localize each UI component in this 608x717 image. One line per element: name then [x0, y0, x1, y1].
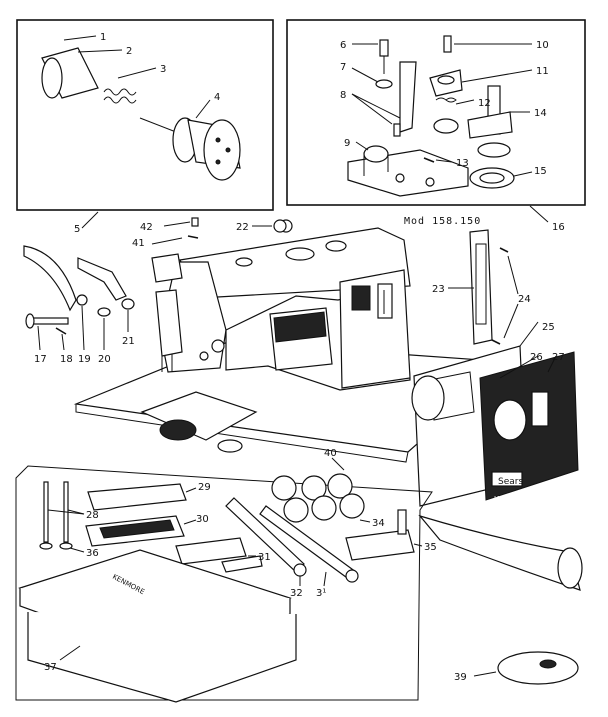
callout-22: 22 [236, 222, 249, 233]
callout-40: 40 [324, 448, 337, 459]
callout-28: 28 [86, 510, 99, 521]
callout-19: 19 [78, 354, 91, 365]
callout-41: 41 [132, 238, 145, 249]
callout-11: 11 [536, 66, 549, 77]
callout-9: 9 [344, 138, 350, 149]
callout-12: 12 [478, 98, 491, 109]
callout-30: 30 [196, 514, 209, 525]
callout-1: 1 [100, 32, 106, 43]
callout-15: 15 [534, 166, 547, 177]
callout-7: 7 [340, 62, 346, 73]
machine-head [151, 219, 411, 391]
callout-14: 14 [534, 108, 547, 119]
callout-35: 35 [424, 542, 437, 553]
callout-6: 6 [340, 40, 346, 51]
callout-17: 17 [34, 354, 47, 365]
callout-4: 4 [214, 92, 220, 103]
inset-tension-assembly [16, 19, 274, 211]
callout-2: 2 [126, 46, 132, 57]
face-plate-strip [448, 229, 519, 345]
callout-27: 27 [552, 352, 565, 363]
accessory-area [15, 457, 583, 703]
callout-37: 37 [44, 662, 57, 673]
callout-3: 3 [160, 64, 166, 75]
callout-23: 23 [432, 284, 445, 295]
callout-26: 26 [530, 352, 543, 363]
callout-21: 21 [122, 336, 135, 347]
nameplate-maker: KENMORE [494, 495, 534, 504]
callout-25: 25 [542, 322, 555, 333]
callout-39: 39 [454, 672, 467, 683]
callout-24: 24 [518, 294, 531, 305]
callout-8: 8 [340, 90, 346, 101]
callout-29: 29 [198, 482, 211, 493]
inset-bobbin-winder [286, 19, 586, 223]
callout-13: 13 [456, 158, 469, 169]
callout-20: 20 [98, 354, 111, 365]
nameplate-brand: Sears [498, 477, 523, 487]
callout-32: 32 [290, 588, 303, 599]
callout-34: 34 [372, 518, 385, 529]
callout-5: 5 [74, 224, 80, 235]
model-label: Mod 158.150 [404, 216, 481, 227]
callout-16: 16 [552, 222, 565, 233]
callout-18: 18 [60, 354, 73, 365]
front-panel [411, 321, 579, 507]
callout-10: 10 [536, 40, 549, 51]
callout-42: 42 [140, 222, 153, 233]
callout-36: 36 [86, 548, 99, 559]
hinge-parts [23, 245, 135, 351]
callout-31: 31 [258, 552, 271, 563]
callout-33: 3¹ [316, 588, 326, 599]
